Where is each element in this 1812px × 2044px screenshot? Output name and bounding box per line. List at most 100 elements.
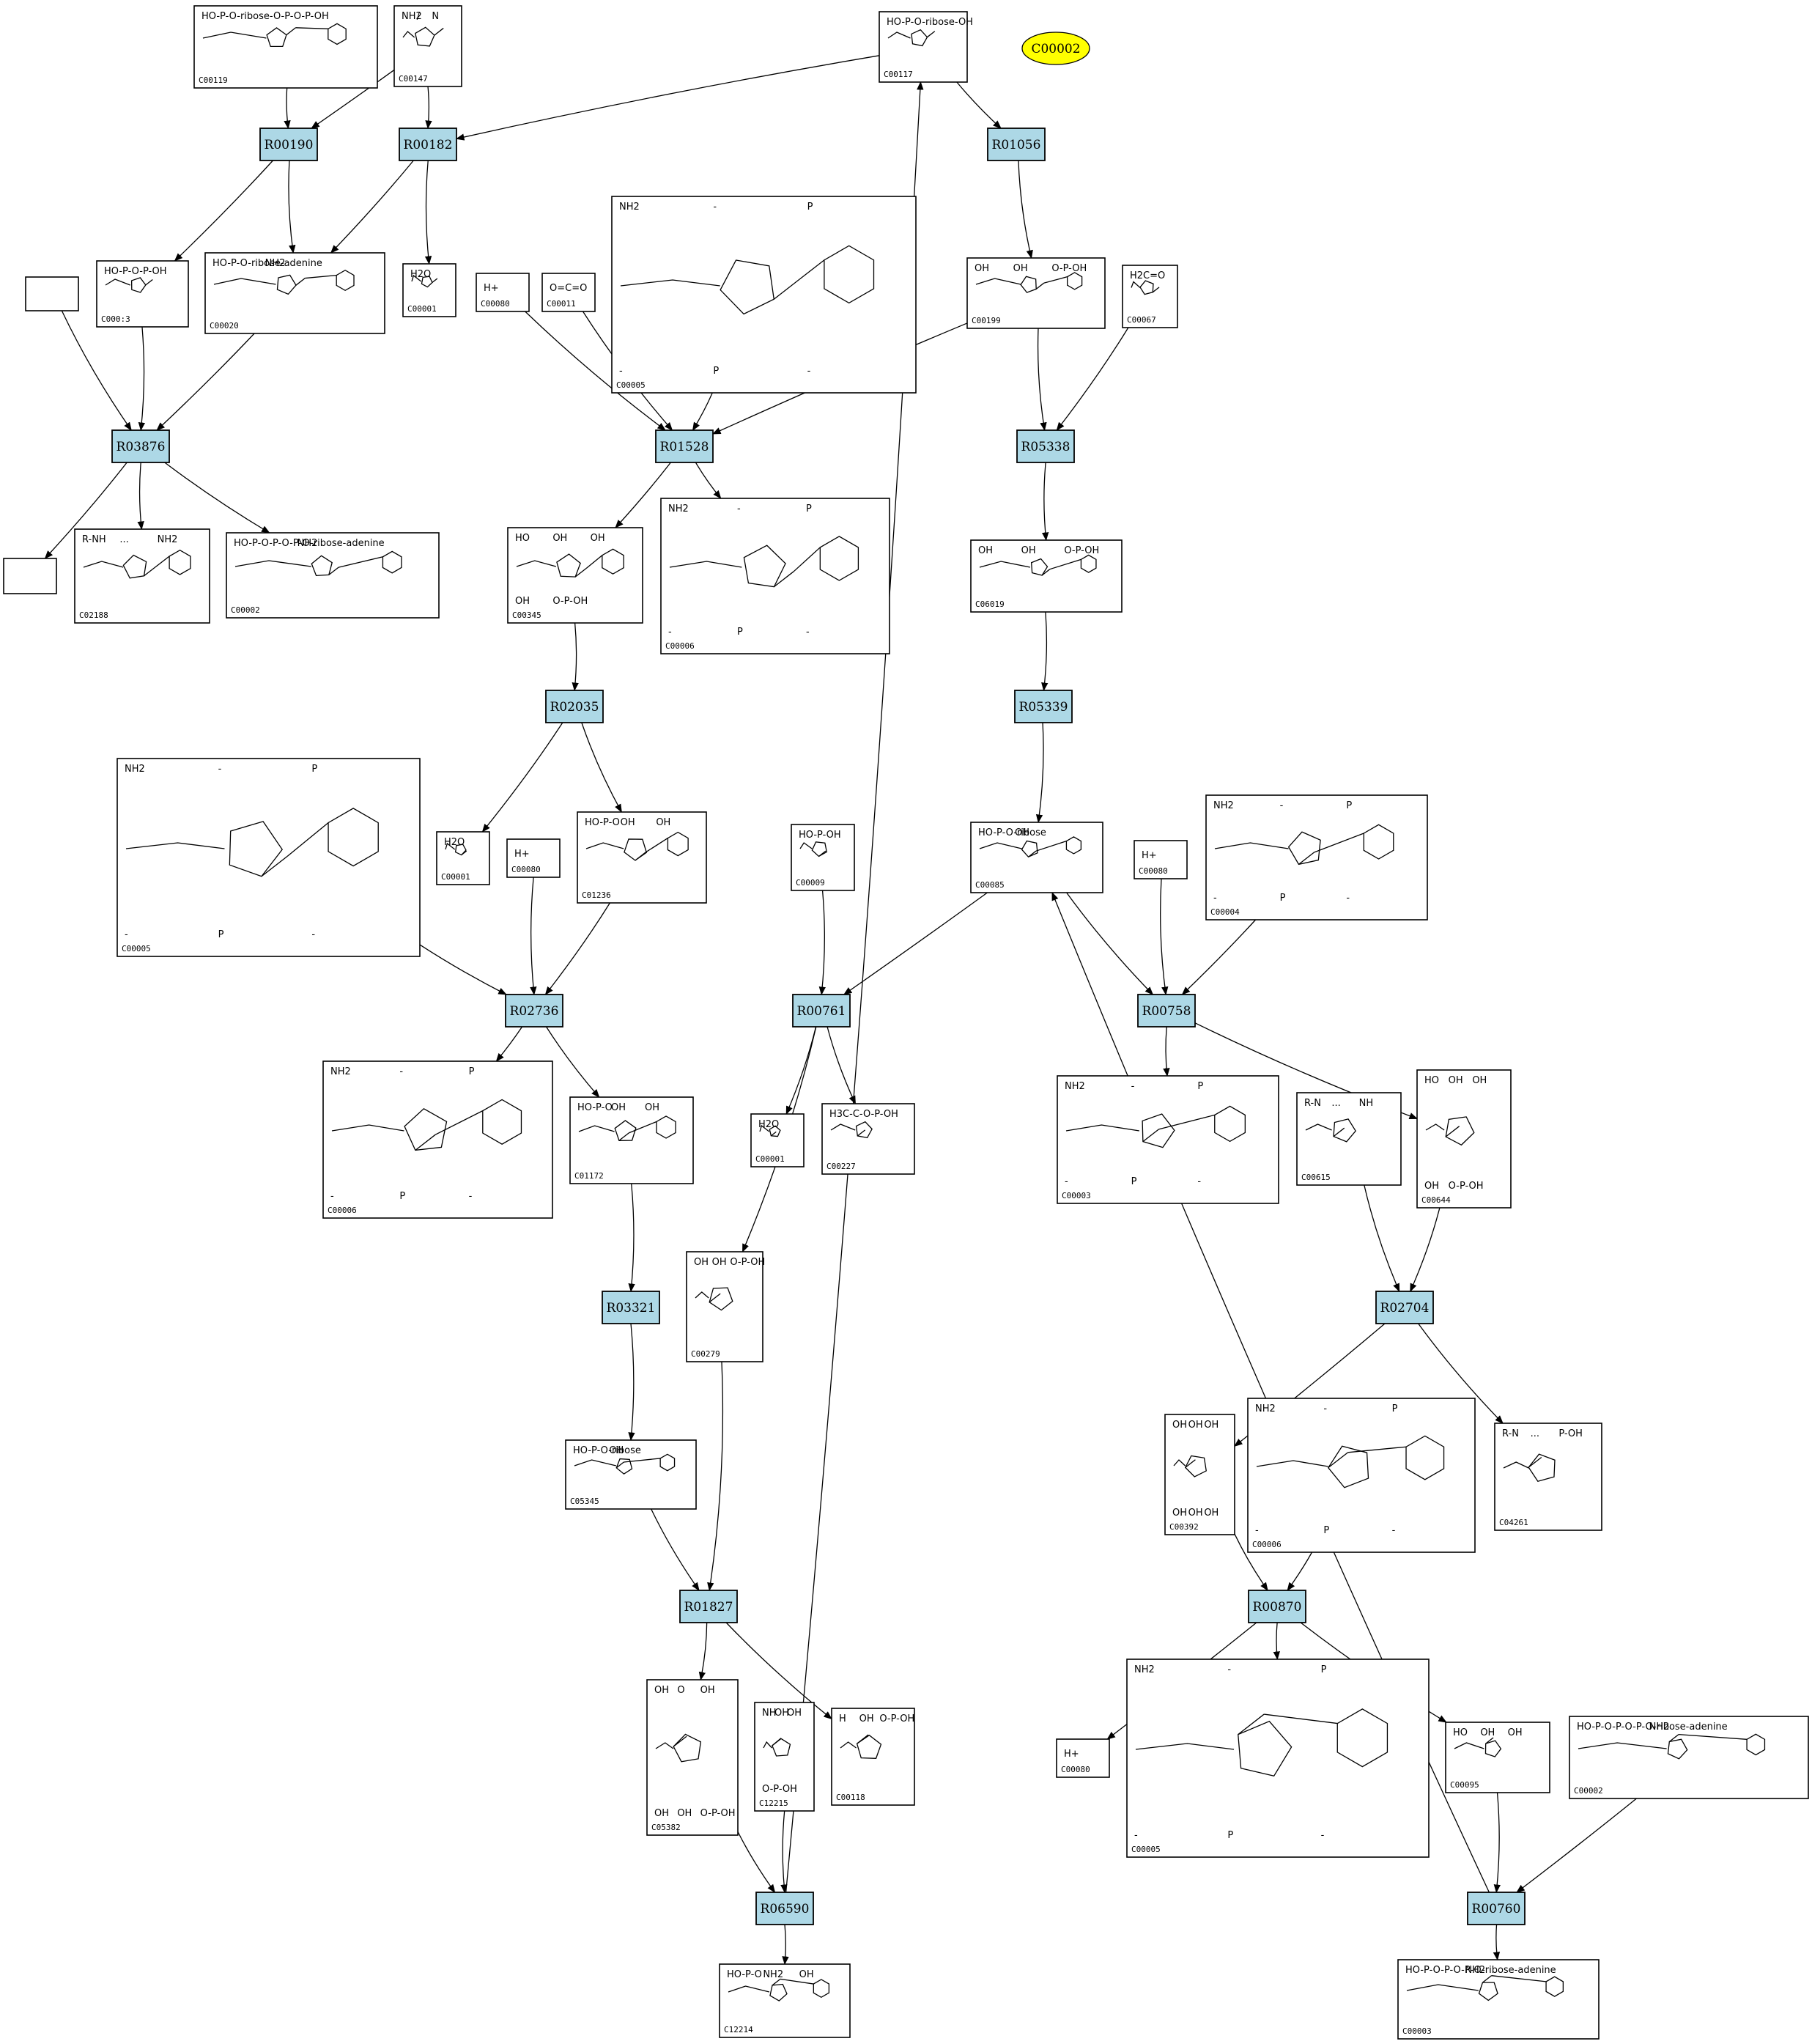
compound-box[interactable]	[1134, 840, 1188, 879]
compound-box[interactable]	[117, 758, 421, 957]
compound-box[interactable]	[611, 196, 917, 394]
reaction-box[interactable]	[1467, 1892, 1526, 1925]
reaction-box[interactable]	[792, 994, 851, 1027]
compound-box[interactable]	[831, 1708, 915, 1806]
compound-c00006a[interactable]: NH2-P-P-C00006	[660, 498, 890, 654]
compound-box[interactable]	[3, 558, 57, 594]
compound-box[interactable]	[1247, 1398, 1476, 1553]
highlighted-compound[interactable]: C00002	[1021, 32, 1090, 65]
reaction-r01528[interactable]: R01528	[655, 429, 714, 463]
compound-box[interactable]	[402, 263, 456, 317]
reaction-box[interactable]	[755, 1892, 814, 1925]
compound-box[interactable]	[1416, 1069, 1512, 1209]
compound-box[interactable]	[791, 824, 855, 891]
compound-box[interactable]	[1569, 1716, 1809, 1799]
highlight-ellipse[interactable]	[1021, 32, 1090, 65]
compound-box[interactable]	[1126, 1659, 1430, 1858]
reaction-r03321[interactable]: R03321	[602, 1291, 660, 1324]
compound-c00080b[interactable]: H+C00080	[506, 838, 561, 878]
compound-box[interactable]	[565, 1439, 697, 1510]
reaction-r05338[interactable]: R05338	[1016, 429, 1075, 463]
compound-box[interactable]	[970, 822, 1103, 893]
reaction-box[interactable]	[602, 1291, 660, 1324]
compound-box[interactable]	[506, 838, 561, 878]
reaction-box[interactable]	[111, 429, 170, 463]
compound-box[interactable]	[507, 527, 643, 624]
compound-box[interactable]	[1056, 1738, 1110, 1778]
compound-c00005a[interactable]: NH2-P-P-C00005	[611, 196, 917, 394]
compound-box[interactable]	[1205, 794, 1428, 920]
reaction-box[interactable]	[1375, 1291, 1434, 1324]
compound-box[interactable]	[96, 260, 189, 328]
compound-box[interactable]	[970, 539, 1123, 613]
compound-box[interactable]	[754, 1702, 815, 1812]
compound-c00080d[interactable]: H+C00080	[1056, 1738, 1110, 1778]
compound-box[interactable]	[686, 1251, 763, 1362]
reaction-r01056[interactable]: R01056	[987, 128, 1046, 161]
compound-c00005c[interactable]: NH2-P-P-C00005	[1126, 1659, 1430, 1858]
reaction-box[interactable]	[679, 1590, 738, 1623]
reaction-box[interactable]	[399, 128, 457, 161]
compound-box[interactable]	[541, 273, 596, 312]
compound-box[interactable]	[436, 831, 490, 885]
compound-box[interactable]	[1397, 1959, 1600, 2040]
reaction-r00760[interactable]: R00760	[1467, 1892, 1526, 1925]
reaction-box[interactable]	[1248, 1590, 1306, 1623]
compound-box[interactable]	[879, 11, 968, 83]
compound-c00080a[interactable]: H+C00080	[476, 273, 530, 312]
compound-box[interactable]	[322, 1060, 553, 1219]
compound-box[interactable]	[1494, 1423, 1602, 1531]
reaction-r05339[interactable]: R05339	[1014, 690, 1073, 723]
compound-c00004[interactable]: NH2-P-P-C00004	[1205, 794, 1428, 920]
reaction-box[interactable]	[505, 994, 563, 1027]
reaction-r02035[interactable]: R02035	[545, 690, 604, 723]
reaction-r00182[interactable]: R00182	[399, 128, 457, 161]
reaction-box[interactable]	[655, 429, 714, 463]
compound-box[interactable]	[193, 5, 378, 89]
compound-box[interactable]	[660, 498, 890, 654]
reaction-box[interactable]	[545, 690, 604, 723]
compound-box[interactable]	[226, 532, 440, 619]
reaction-r01827[interactable]: R01827	[679, 1590, 738, 1623]
reaction-r00870[interactable]: R00870	[1248, 1590, 1306, 1623]
reaction-r00761[interactable]: R00761	[792, 994, 851, 1027]
compound-box[interactable]	[1445, 1722, 1550, 1793]
compound-box[interactable]	[577, 811, 707, 904]
compound-box[interactable]	[25, 276, 79, 311]
compound-c00080c[interactable]: H+C00080	[1134, 840, 1188, 879]
compound-c00006c[interactable]: NH2-P-P-C00006	[1247, 1398, 1476, 1553]
reaction-box[interactable]	[1014, 690, 1073, 723]
compound-box[interactable]	[1122, 265, 1178, 328]
reaction-box[interactable]	[1016, 429, 1075, 463]
compound-c00003a[interactable]: NH2-P-P-C00003	[1057, 1075, 1279, 1204]
compound-box[interactable]	[821, 1103, 915, 1175]
reaction-r00758[interactable]: R00758	[1137, 994, 1196, 1027]
